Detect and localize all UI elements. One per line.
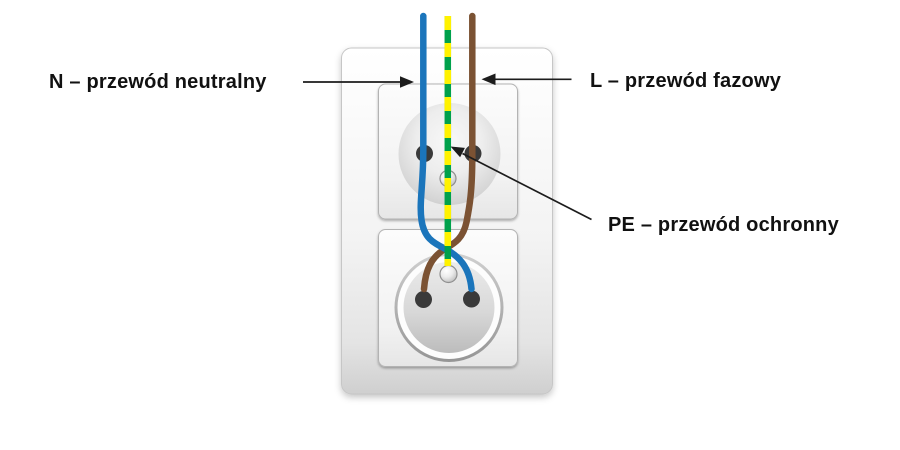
neutral-wire-blue	[417, 12, 475, 293]
neutral-wire-label: N – przewód neutralny	[49, 71, 267, 93]
protective-wire-label: PE – przewód ochronny	[608, 214, 839, 236]
protective-arrowhead-icon	[450, 146, 465, 158]
neutral-arrowhead-icon	[400, 76, 414, 88]
protective-arrow-line	[462, 152, 592, 221]
socket-bottom-hole-right	[463, 290, 480, 308]
annotation-arrows	[303, 73, 592, 221]
phase-wire-brown	[420, 12, 476, 293]
phase-arrowhead-icon	[481, 73, 496, 86]
socket-bottom-hole-left	[415, 291, 432, 308]
phase-wire-label: L – przewód fazowy	[590, 70, 782, 92]
socket-bottom-earth-pin	[439, 264, 458, 284]
